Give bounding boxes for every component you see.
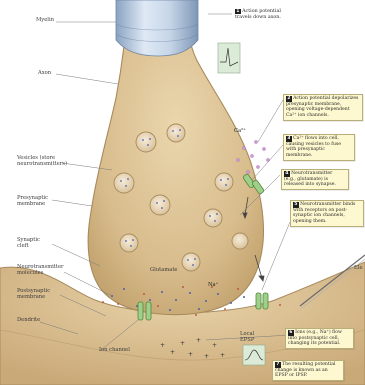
- svg-text:+: +: [196, 337, 201, 344]
- calcium-ion-label: Ca²⁺: [234, 128, 246, 134]
- neurotransmitter-molecules-label: Neurotransmitter molecules: [17, 265, 64, 277]
- postsynaptic-membrane-label: Postsynaptic membrane: [17, 289, 50, 301]
- ion-channel-label: Ion channel: [99, 348, 130, 354]
- step-2-description: Action potential depolarizes presynaptic…: [286, 96, 358, 118]
- step-1-number: 1: [235, 9, 241, 14]
- step-6-description: Ions (e.g., Na⁺) flow into postsynaptic …: [288, 330, 342, 346]
- local-epsp-label: Local EPSP: [240, 332, 254, 344]
- svg-text:+: +: [160, 342, 165, 349]
- step-3-description: Ca²⁺ flows into cell, causing vesicles t…: [286, 136, 341, 158]
- step-5-description: Neurotransmitter binds with receptors on…: [293, 202, 355, 224]
- svg-text:+: +: [204, 353, 209, 360]
- svg-text:+: +: [212, 342, 217, 349]
- glutamate-label: Glutamate: [150, 268, 178, 274]
- synaptic-cleft-label: Synaptic cleft: [17, 238, 40, 250]
- electrode-label: Ele: [354, 266, 363, 272]
- step-7-description: The resulting potential change is known …: [275, 362, 335, 378]
- step-1-description: Action potential travels down axon.: [235, 9, 281, 20]
- svg-text:+: +: [170, 349, 175, 356]
- svg-text:+: +: [188, 351, 193, 358]
- svg-text:+: +: [180, 340, 185, 347]
- epsp-trace: [243, 345, 265, 365]
- axon-label: Axon: [38, 71, 51, 77]
- svg-text:+: +: [220, 352, 225, 359]
- vesicles-label: Vesicles (store neurotransmitters): [17, 156, 67, 168]
- step-4-description: Neurotransmitter (e.g., glutamate) is re…: [284, 171, 336, 187]
- sodium-ion-label: Na⁺: [208, 282, 218, 288]
- action-potential-trace: [218, 43, 240, 73]
- presynaptic-membrane-label: Presynaptic membrane: [17, 196, 48, 208]
- myelin-label: Myelin: [36, 18, 54, 24]
- dendrite-label: Dendrite: [17, 318, 40, 324]
